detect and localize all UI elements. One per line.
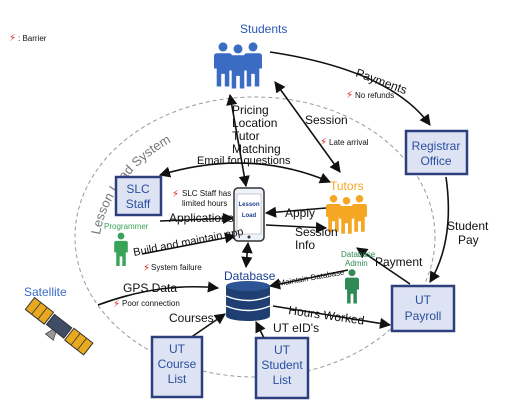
ut-payroll-box: UT Payroll bbox=[390, 284, 456, 333]
legend-label: : Barrier bbox=[18, 34, 47, 43]
lightning-bolt-icon: ⚡ bbox=[172, 189, 179, 200]
applications-label: Applications bbox=[169, 211, 234, 225]
session-info-label: Session Info bbox=[295, 225, 338, 252]
app-label-line2: Load bbox=[242, 213, 257, 219]
tutors-label: Tutors bbox=[330, 179, 364, 193]
ut-eids-label: UT eID's bbox=[273, 321, 319, 335]
student-pay-label: Student Pay bbox=[447, 219, 489, 247]
satellite-label: Satellite bbox=[24, 285, 67, 299]
svg-text:Matching: Matching bbox=[232, 142, 281, 156]
tutors-node: Tutors bbox=[326, 179, 367, 234]
svg-text:Pricing: Pricing bbox=[232, 103, 269, 117]
lightning-bolt-icon: ⚡ bbox=[9, 33, 16, 44]
build-app-label: Build and maintain app bbox=[132, 226, 244, 259]
smartphone-icon: Lesson Load bbox=[233, 187, 265, 242]
gps-data-label: GPS Data bbox=[123, 281, 177, 295]
satellite-icon bbox=[24, 296, 94, 356]
slc-staff-box: SLC Staff bbox=[114, 175, 163, 217]
admin-person-icon bbox=[345, 269, 359, 304]
database-node: Database bbox=[224, 269, 276, 321]
lightning-bolt-icon: ⚡ bbox=[346, 90, 353, 101]
students-node: Students bbox=[214, 22, 287, 89]
no-refunds-barrier: No refunds bbox=[355, 91, 394, 100]
registrar-office-box: Registrar Office bbox=[404, 129, 469, 176]
programmer-label: Programmer bbox=[104, 222, 149, 231]
late-arrival-barrier: Late arrival bbox=[329, 138, 369, 147]
slc-staff-hours-barrier: SLC Staff has limited hours bbox=[182, 189, 231, 208]
maintain-database-label: Maintain Database bbox=[278, 267, 346, 288]
programmer-node: Programmer bbox=[104, 222, 149, 266]
svg-text:Info: Info bbox=[295, 238, 315, 252]
svg-text:Office: Office bbox=[420, 154, 451, 168]
satellite-node: Satellite bbox=[24, 285, 94, 356]
email-label: Email for questions bbox=[197, 155, 291, 167]
svg-text:UT: UT bbox=[274, 343, 291, 357]
svg-text:SLC Staff has: SLC Staff has bbox=[182, 189, 231, 198]
legend: ⚡ : Barrier bbox=[9, 33, 47, 44]
svg-text:SLC: SLC bbox=[126, 182, 150, 196]
svg-text:Database: Database bbox=[341, 250, 376, 259]
database-admin-node: Database Admin bbox=[341, 250, 376, 304]
lightning-bolt-icon: ⚡ bbox=[113, 299, 120, 310]
system-failure-barrier: System failure bbox=[151, 263, 202, 272]
lightning-bolt-icon: ⚡ bbox=[320, 137, 327, 148]
payment-label: Payment bbox=[375, 255, 423, 269]
edges bbox=[97, 51, 450, 341]
svg-text:Admin: Admin bbox=[345, 259, 368, 268]
ut-course-list-box: UT Course List bbox=[150, 335, 204, 399]
ut-student-list-box: UT Student List bbox=[254, 336, 310, 400]
poor-connection-barrier: Poor connection bbox=[122, 299, 180, 308]
apply-label: Apply bbox=[285, 206, 315, 220]
svg-text:Course: Course bbox=[158, 357, 197, 371]
pricing-label: Pricing Location Tutor Matching bbox=[232, 103, 281, 156]
svg-text:Staff: Staff bbox=[126, 197, 151, 211]
courses-label: Courses bbox=[169, 311, 214, 325]
lightning-bolt-icon: ⚡ bbox=[143, 263, 150, 274]
svg-text:Student: Student bbox=[261, 358, 303, 372]
session-label: Session bbox=[305, 113, 348, 127]
svg-text:Student: Student bbox=[447, 219, 489, 233]
students-label: Students bbox=[240, 22, 287, 36]
database-cylinder-icon bbox=[225, 281, 271, 321]
svg-text:Registrar: Registrar bbox=[412, 139, 461, 153]
svg-text:Tutor: Tutor bbox=[232, 129, 260, 143]
svg-text:Payroll: Payroll bbox=[405, 309, 442, 323]
svg-text:List: List bbox=[168, 372, 187, 386]
app-label-line1: Lesson bbox=[238, 202, 259, 208]
programmer-person-icon bbox=[114, 232, 128, 266]
svg-text:Session: Session bbox=[295, 225, 338, 239]
svg-text:Pay: Pay bbox=[458, 233, 479, 247]
database-label: Database bbox=[224, 269, 276, 283]
svg-text:Location: Location bbox=[232, 116, 277, 130]
svg-text:limited hours: limited hours bbox=[182, 199, 227, 208]
svg-text:List: List bbox=[273, 373, 292, 387]
svg-text:UT: UT bbox=[415, 293, 432, 307]
people-group-icon bbox=[214, 42, 262, 89]
svg-text:UT: UT bbox=[169, 342, 186, 356]
